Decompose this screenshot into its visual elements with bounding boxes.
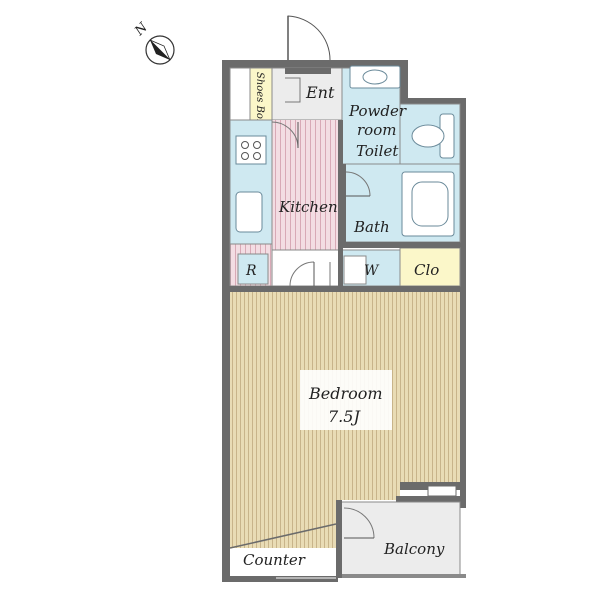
shoes-box-label: Shoes Box bbox=[254, 72, 265, 125]
closet-room: Clo bbox=[399, 247, 461, 301]
interior-walls bbox=[222, 120, 460, 292]
stove-icon bbox=[235, 135, 267, 165]
balcony-label: Balcony bbox=[383, 540, 445, 558]
bedroom-label: Bedroom bbox=[308, 384, 383, 403]
refrigerator-space: R bbox=[229, 243, 273, 287]
powder-room-label-line2: room bbox=[357, 121, 396, 139]
closet-label: Clo bbox=[414, 261, 439, 279]
bedroom-room: Bedroom 7.5J bbox=[230, 292, 460, 576]
kitchen-room: Kitchen bbox=[229, 119, 342, 250]
washer-label: W bbox=[364, 263, 380, 279]
sink-icon bbox=[235, 191, 263, 233]
washer-space: W bbox=[341, 249, 401, 287]
counter-area: Counter bbox=[222, 523, 338, 582]
outer-walls bbox=[222, 60, 466, 580]
powder-room-label-line3: Toilet bbox=[356, 142, 399, 160]
kitchen-label: Kitchen bbox=[278, 198, 338, 216]
hall-area bbox=[271, 249, 343, 287]
entrance-room: Ent bbox=[271, 15, 343, 121]
counter-label: Counter bbox=[243, 551, 306, 569]
bedroom-size-label: 7.5J bbox=[328, 407, 361, 426]
bath-label: Bath bbox=[353, 218, 390, 236]
entrance-label: Ent bbox=[305, 83, 335, 102]
shoes-box-room: Shoes Box bbox=[229, 67, 273, 125]
balcony-area: Balcony bbox=[336, 500, 466, 578]
powder-room: Powder room Toilet bbox=[341, 65, 461, 165]
refrigerator-label: R bbox=[245, 263, 257, 279]
compass-icon: N bbox=[132, 20, 175, 65]
compass-north-label: N bbox=[132, 20, 152, 40]
powder-room-label-line1: Powder bbox=[348, 102, 407, 120]
bath-room: Bath bbox=[341, 163, 461, 243]
